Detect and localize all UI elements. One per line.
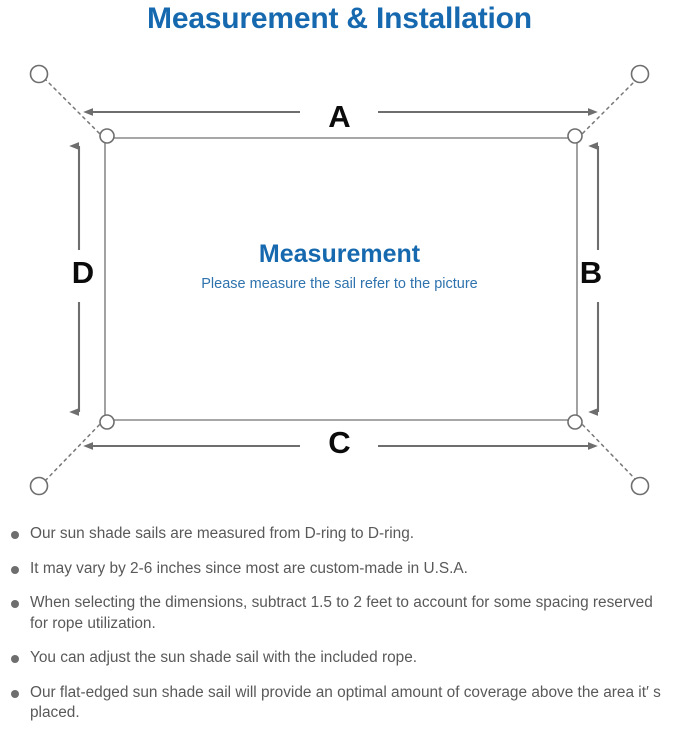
rope-line-top-left (41, 75, 105, 139)
rope-lines (41, 75, 641, 485)
dimension-label-d: D (71, 255, 95, 290)
d-ring-bottom-left (99, 414, 115, 430)
sail-rectangle (104, 137, 578, 421)
measurement-caption-title: Measurement (258, 240, 421, 268)
d-ring-bottom-right (567, 414, 583, 430)
rope-line-bottom-left (41, 419, 105, 485)
anchor-point-bottom-left (29, 476, 49, 496)
list-item: When selecting the dimensions, subtract … (0, 593, 679, 634)
list-item: You can adjust the sun shade sail with t… (0, 648, 679, 669)
diagram-canvas (29, 64, 650, 496)
dimension-label-c: C (328, 425, 351, 460)
anchor-point-top-right (630, 64, 650, 84)
list-item-text: It may vary by 2-6 inches since most are… (30, 559, 468, 577)
page-title: Measurement & Installation (147, 2, 532, 35)
d-ring-top-left (99, 128, 115, 144)
bullet-icon (11, 655, 19, 663)
list-item: It may vary by 2-6 inches since most are… (0, 559, 679, 580)
d-rings (99, 128, 583, 430)
sail-measurement-diagram: A C D B Measurement Please measure the s… (0, 46, 679, 516)
bullet-icon (11, 600, 19, 608)
anchor-point-top-left (29, 64, 49, 84)
list-item-text: Our flat-edged sun shade sail will provi… (30, 683, 661, 722)
anchor-point-bottom-right (630, 476, 650, 496)
bullet-icon (11, 565, 19, 574)
list-item-text: When selecting the dimensions, subtract … (30, 594, 653, 632)
dimension-label-a: A (328, 99, 351, 134)
list-item: Our sun shade sails are measured from D-… (0, 524, 679, 545)
anchor-points (29, 64, 650, 496)
list-item: Our flat-edged sun shade sail will provi… (0, 683, 679, 724)
measurement-caption-subtitle: Please measure the sail refer to the pic… (201, 276, 478, 292)
rope-line-top-right (577, 75, 641, 139)
bullet-icon (11, 689, 19, 698)
notes-list: Our sun shade sails are measured from D-… (0, 524, 679, 738)
bullet-icon (11, 531, 19, 539)
rope-line-bottom-right (577, 419, 641, 485)
list-item-text: You can adjust the sun shade sail with t… (30, 649, 418, 666)
dimension-label-b: B (579, 255, 603, 290)
list-item-text: Our sun shade sails are measured from D-… (30, 525, 415, 542)
d-ring-top-right (567, 128, 583, 144)
measurement-caption: Measurement Please measure the sail refe… (0, 238, 679, 296)
